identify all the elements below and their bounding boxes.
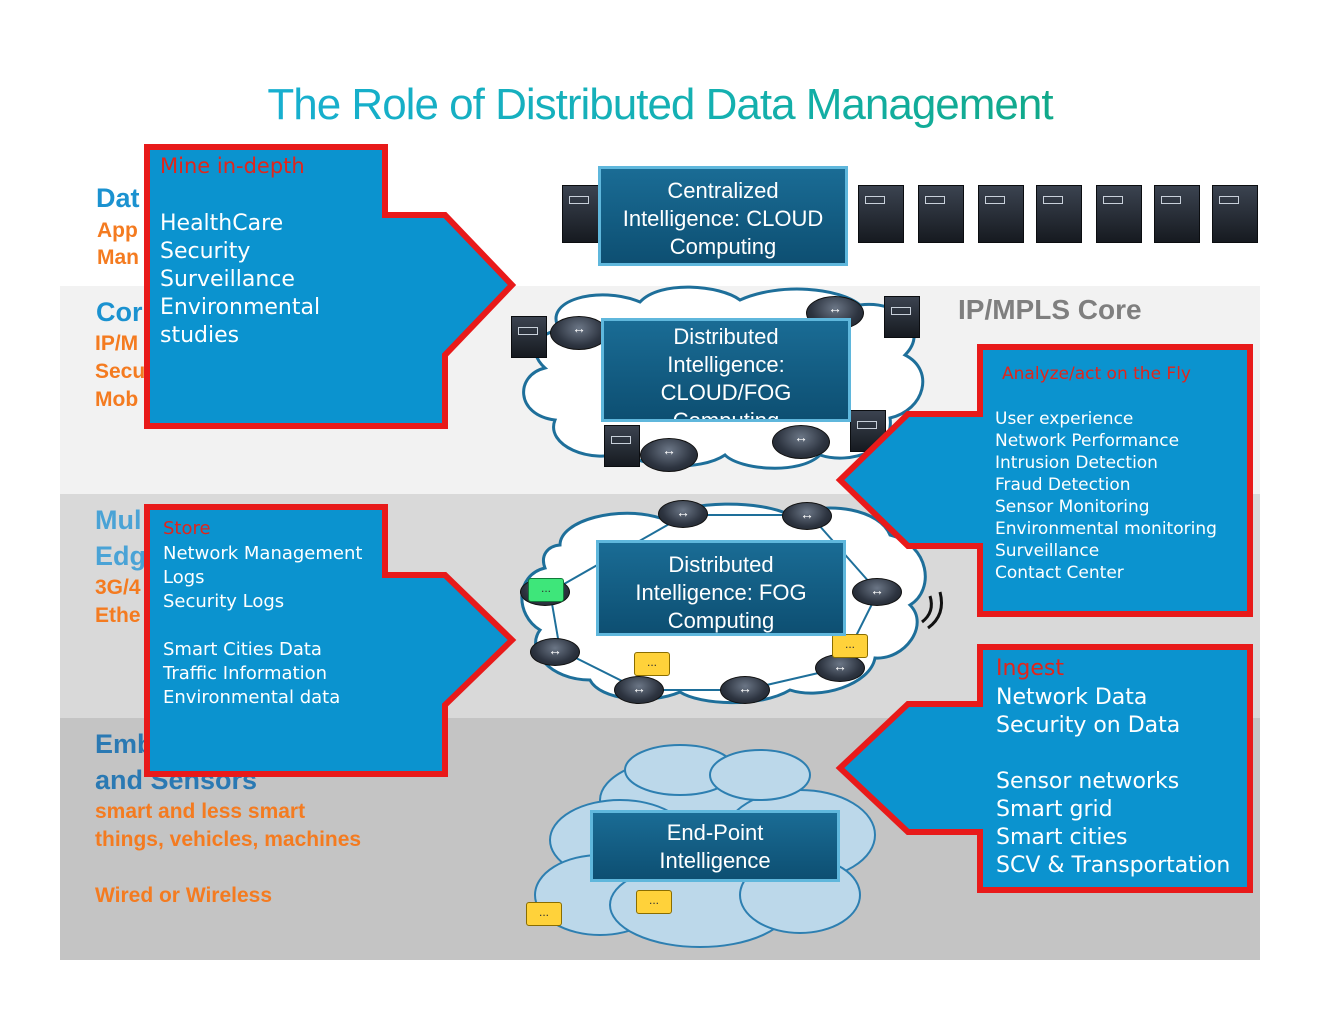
data-center-sub-2: Man <box>97 246 139 269</box>
server-icon <box>1036 185 1082 243</box>
embedded-sub-1: smart and less smart <box>95 800 306 823</box>
router-icon <box>815 654 865 682</box>
core-sub-1: IP/M <box>95 332 139 355</box>
mine-callout-heading: Mine in-depth <box>160 154 305 178</box>
mine-callout-items: HealthCare Security Surveillance Environ… <box>160 211 321 348</box>
router-icon <box>614 676 664 704</box>
ingest-callout-shape <box>835 644 1253 893</box>
edge-device-icon: ... <box>528 578 564 602</box>
cloud-fog-intelligence-box: Distributed Intelligence: CLOUD/FOG Comp… <box>601 318 851 422</box>
router-icon <box>658 500 708 528</box>
server-icon <box>978 185 1024 243</box>
server-icon <box>918 185 964 243</box>
router-icon <box>852 578 902 606</box>
page-title: The Role of Distributed Data Management <box>0 80 1320 130</box>
ingest-callout-heading: Ingest <box>996 656 1065 681</box>
analyze-callout-heading: Analyze/act on the Fly <box>1002 364 1191 384</box>
data-center-sub-1: App <box>97 219 138 242</box>
fog-intelligence-box: Distributed Intelligence: FOG Computing <box>596 540 846 636</box>
analyze-callout-items: User experience Network Performance Intr… <box>995 409 1217 583</box>
edge-device-icon: ... <box>832 634 868 658</box>
server-icon <box>1212 185 1258 243</box>
server-icon <box>858 185 904 243</box>
router-icon <box>782 502 832 530</box>
server-icon <box>1096 185 1142 243</box>
edge-device-icon: ... <box>634 652 670 676</box>
edge-heading-1: Mul <box>95 505 142 535</box>
router-icon <box>550 316 608 350</box>
router-icon <box>720 676 770 704</box>
edge-sub-2: Ethe <box>95 604 141 627</box>
mine-callout-shape <box>144 144 517 429</box>
endpoint-device-icon: ... <box>636 890 672 914</box>
router-icon <box>772 425 830 459</box>
endpoint-device-icon: ... <box>526 902 562 926</box>
edge-sub-1: 3G/4 <box>95 576 141 599</box>
embedded-sub-3: Wired or Wireless <box>95 884 273 907</box>
store-callout-items: Network Management Logs Security Logs Sm… <box>163 543 363 708</box>
embedded-sub-2: things, vehicles, machines <box>95 828 362 851</box>
ingest-callout-items: Network Data Security on Data Sensor net… <box>996 685 1231 878</box>
cloud-intelligence-box: Centralized Intelligence: CLOUD Computin… <box>598 166 848 266</box>
core-sub-3: Mob <box>95 388 139 411</box>
analyze-callout-shape <box>835 344 1253 617</box>
server-icon <box>884 296 920 338</box>
core-heading: Cor <box>96 297 143 327</box>
endpoint-intelligence-box: End-Point Intelligence <box>590 810 840 882</box>
server-icon <box>511 316 547 358</box>
store-callout-heading: Store <box>163 518 211 539</box>
wireless-signal-icon <box>921 591 943 630</box>
core-label: IP/MPLS Core <box>958 294 1142 325</box>
server-icon <box>1154 185 1200 243</box>
server-icon <box>604 425 640 467</box>
router-icon <box>640 438 698 472</box>
store-callout-shape <box>144 504 517 777</box>
edge-heading-2: Edg <box>95 541 146 571</box>
core-sub-2: Secu <box>95 360 146 383</box>
data-center-heading: Dat <box>96 183 140 213</box>
router-icon <box>530 638 580 666</box>
embedded-heading-1: Emb <box>95 729 154 759</box>
